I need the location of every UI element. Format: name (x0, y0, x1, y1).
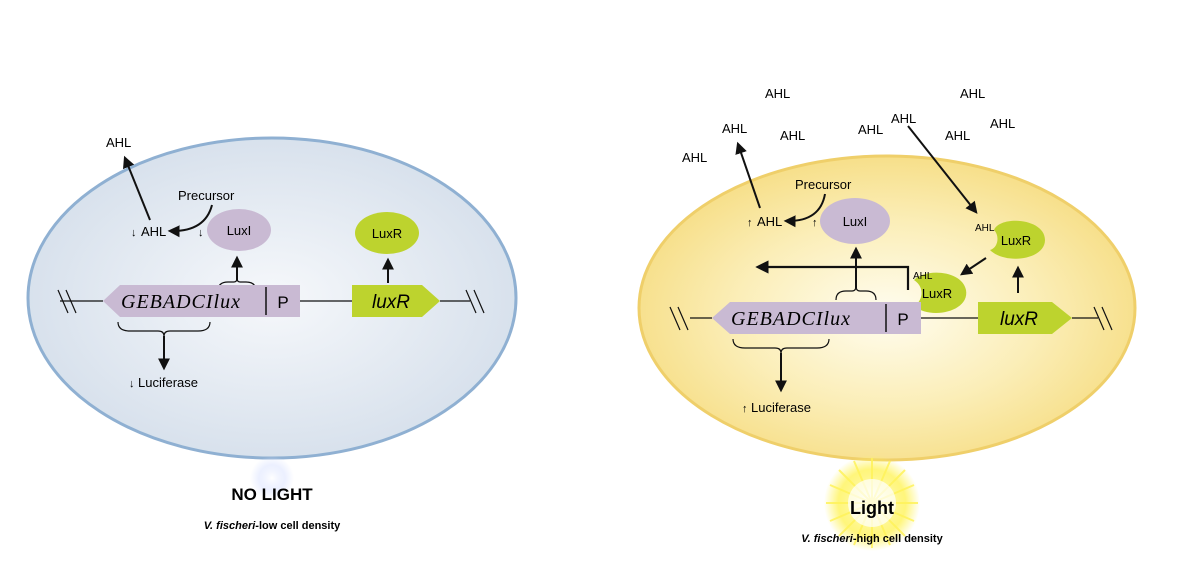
right-luxr-binding-arrow (960, 257, 987, 276)
right-luxi-up-icon: ↑ (812, 217, 818, 229)
right-promoter-label: P (897, 310, 908, 329)
right-ahl-external: AHL (722, 121, 747, 136)
left-luxr-protein-label: LuxR (372, 226, 402, 241)
left-dna-break-right (465, 289, 485, 314)
right-activation-arrow (755, 260, 910, 290)
left-ahl-out-label: AHL (106, 135, 131, 150)
left-ahl-diffusion-arrow (123, 155, 151, 221)
right-ahl-up-icon: ↑ (747, 217, 753, 229)
left-ahl-in-label: AHL (141, 224, 166, 239)
right-ahl-diffusion-in-arrow (907, 125, 978, 214)
left-luxi-label: LuxI (227, 223, 252, 238)
right-luxr-gene (978, 302, 1072, 334)
left-operon-label: GEBADCIlux (121, 291, 241, 313)
right-luciferase-up-icon: ↑ (742, 403, 748, 415)
right-ahl-external: AHL (990, 116, 1015, 131)
left-caption-title: NO LIGHT (231, 485, 313, 504)
right-luxr-bound-ahl-label: AHL (913, 271, 933, 282)
left-promoter-label: P (277, 293, 288, 312)
right-luxr-top-protein (990, 220, 1045, 259)
left-luciferase-label: Luciferase (138, 375, 198, 390)
right-luxr-top-ahl-label: AHL (975, 223, 995, 234)
right-luxi-label: LuxI (843, 214, 868, 229)
right-operon-gene (712, 302, 921, 334)
right-luxr-gene-label: luxR (1000, 309, 1038, 330)
right-luciferase-label: Luciferase (751, 400, 811, 415)
right-ahl-in-label: AHL (757, 214, 782, 229)
right-ahl-external: AHL (765, 86, 790, 101)
left-caption-subtitle: V. fischeri-low cell density (204, 520, 341, 532)
right-light-burst (824, 455, 920, 551)
left-precursor-arrow (167, 204, 213, 238)
right-luxr-top-label: LuxR (1001, 233, 1031, 248)
right-dna-break-right (1093, 306, 1113, 331)
right-dna-break-left (669, 306, 689, 331)
right-luxi-brace (835, 285, 877, 301)
right-precursor-arrow (783, 193, 826, 228)
left-luxi-brace (217, 277, 257, 292)
right-luxi-protein (820, 198, 890, 244)
right-ahl-external: AHL (945, 128, 970, 143)
right-ahl-external: AHL (682, 150, 707, 165)
left-ahl-down-icon: ↓ (131, 227, 137, 239)
right-operon-label: GEBADCIlux (731, 308, 851, 330)
left-dna-break-left (57, 289, 77, 314)
right-ahl-diffusion-out-arrow (735, 141, 761, 209)
left-luxi-protein (207, 209, 271, 251)
left-luxr-gene-label: luxR (372, 292, 410, 313)
right-caption-title: Light (850, 498, 894, 518)
right-panel-high-density: AHL AHL AHL AHL AHL AHL AHL AHL AHL Prec… (637, 86, 1137, 551)
left-operon-gene (103, 285, 300, 317)
right-ahl-external: AHL (858, 122, 883, 137)
left-luxr-protein (355, 212, 419, 254)
left-precursor-label: Precursor (178, 188, 235, 203)
left-luciferase-down-icon: ↓ (129, 378, 135, 390)
right-ahl-external: AHL (780, 128, 805, 143)
left-luxi-down-icon: ↓ (198, 227, 204, 239)
right-luxr-bound-label: LuxR (922, 286, 952, 301)
right-caption-subtitle: V. fischeri-high cell density (801, 533, 943, 545)
right-precursor-label: Precursor (795, 177, 852, 192)
left-luxr-gene (352, 285, 440, 317)
right-luxr-bound-protein (914, 272, 967, 313)
right-ahl-external: AHL (960, 86, 985, 101)
left-faint-glow (250, 456, 294, 500)
left-panel-low-density: AHL Precursor ↓ AHL ↓ LuxI LuxR GEBADCIl… (26, 135, 518, 532)
right-ahl-external: AHL (891, 111, 916, 126)
